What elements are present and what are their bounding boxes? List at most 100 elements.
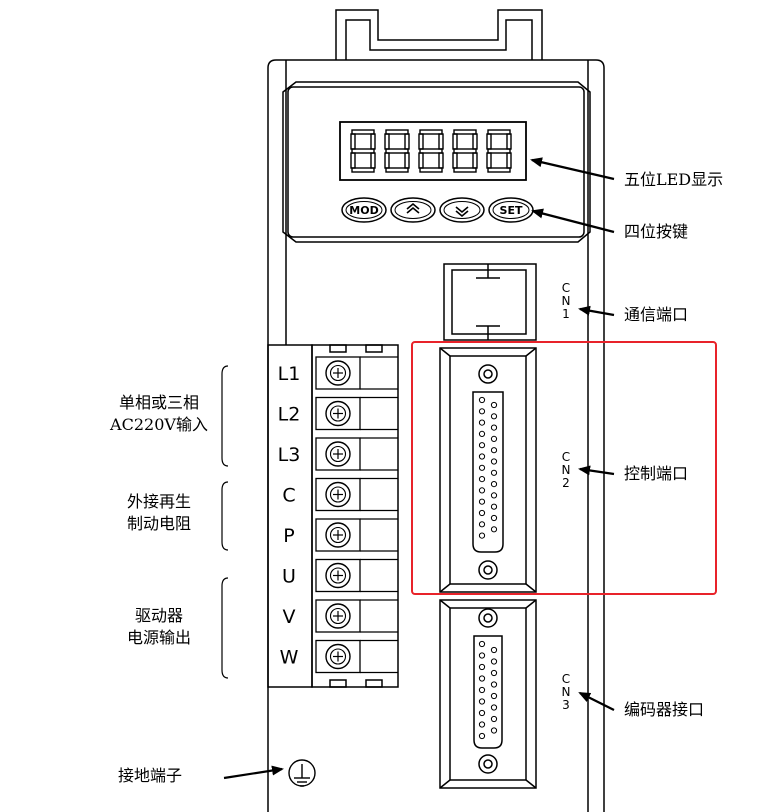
- terminal-p[interactable]: P: [283, 518, 398, 552]
- pin: [490, 469, 498, 476]
- screw-icon: [325, 441, 351, 467]
- input-group-label-2: AC220V输入: [110, 415, 208, 434]
- control-port-label: 控制端口: [624, 464, 689, 483]
- led-digit: [418, 129, 444, 173]
- pin: [478, 476, 486, 483]
- led-digit: [350, 129, 376, 173]
- comm-port-label: 通信端口: [624, 305, 689, 324]
- regen-group-label-1: 外接再生: [126, 492, 191, 511]
- up-button[interactable]: [390, 197, 436, 223]
- pin: [478, 663, 486, 671]
- pin: [490, 526, 498, 533]
- cn3-encoder-port[interactable]: [439, 599, 537, 789]
- terminal-label: C: [282, 485, 295, 507]
- svg-text:C: C: [562, 672, 570, 686]
- svg-text:N: N: [562, 294, 571, 308]
- pin: [478, 640, 486, 648]
- pin: [490, 447, 498, 454]
- output-group-label-1: 驱动器: [134, 606, 183, 625]
- terminal-label: U: [282, 566, 296, 588]
- cn2-pin-array: [478, 396, 498, 539]
- cn2-control-port[interactable]: [439, 347, 537, 593]
- pin: [490, 704, 498, 711]
- led-digits: [350, 129, 512, 173]
- pin: [478, 487, 486, 494]
- pin: [478, 686, 486, 694]
- terminal-w[interactable]: W: [280, 639, 398, 674]
- terminal-label: V: [283, 606, 296, 628]
- screw-icon: [325, 603, 351, 629]
- pin: [490, 435, 498, 442]
- pin: [490, 681, 498, 688]
- led-display: [339, 121, 527, 181]
- pin: [478, 732, 486, 740]
- led-digit: [452, 129, 478, 173]
- pin: [478, 698, 486, 705]
- pin: [490, 658, 498, 665]
- pin: [478, 709, 486, 717]
- mounting-bracket: [335, 9, 543, 60]
- terminal-label: L2: [278, 404, 301, 426]
- ground-label: 接地端子: [118, 766, 183, 785]
- pin: [478, 498, 486, 505]
- pin: [478, 430, 486, 437]
- svg-text:N: N: [562, 463, 571, 477]
- ground-terminal[interactable]: [288, 759, 316, 787]
- terminal-u[interactable]: U: [282, 558, 398, 593]
- callout-arrows: [223, 157, 615, 780]
- terminal-c[interactable]: C: [282, 477, 398, 512]
- pin: [478, 464, 486, 471]
- cn1-comm-port[interactable]: [443, 263, 537, 341]
- group-braces: [221, 365, 229, 679]
- set-button[interactable]: SET: [488, 197, 534, 223]
- cn3-pin-array: [478, 640, 498, 740]
- chevron-down-icon: [455, 206, 469, 218]
- pin: [490, 424, 498, 431]
- mod-button[interactable]: MOD: [341, 197, 387, 223]
- screw-icon: [325, 400, 351, 427]
- cn3-label: C N 3: [562, 672, 571, 712]
- down-button[interactable]: [439, 197, 485, 223]
- terminal-block: [267, 344, 399, 688]
- pin: [490, 401, 498, 409]
- keys-label: 四位按键: [624, 222, 689, 241]
- terminal-l3[interactable]: L3: [278, 437, 398, 471]
- cn2-label: C N 2: [562, 450, 571, 490]
- pin: [490, 413, 498, 420]
- led-display-label: 五位LED显示: [624, 170, 724, 189]
- pin: [490, 481, 498, 488]
- pin: [478, 509, 486, 517]
- screw-icon: [325, 562, 351, 589]
- terminal-l1[interactable]: L1: [278, 356, 398, 390]
- pin: [478, 721, 486, 728]
- pin: [478, 419, 486, 426]
- pin: [490, 669, 498, 677]
- screw-icon: [325, 360, 351, 386]
- cn1-label: C N 1: [562, 281, 571, 321]
- drive-housing: [267, 59, 605, 812]
- led-digit: [384, 129, 410, 173]
- pin: [478, 675, 486, 682]
- pin: [490, 715, 498, 723]
- pin: [478, 408, 486, 415]
- svg-text:3: 3: [562, 698, 570, 712]
- display-panel: [282, 81, 591, 243]
- pin: [490, 492, 498, 499]
- terminal-label: L3: [278, 444, 301, 466]
- encoder-port-label: 编码器接口: [624, 700, 705, 719]
- terminal-v[interactable]: V: [283, 599, 399, 633]
- screw-icon: [325, 522, 351, 548]
- pin: [478, 396, 486, 404]
- mod-button-label: MOD: [349, 204, 378, 217]
- input-group-label-1: 单相或三相: [118, 393, 199, 412]
- chevron-up-icon: [406, 202, 420, 214]
- led-digit: [486, 129, 512, 173]
- terminal-label: P: [283, 525, 294, 547]
- pin: [490, 727, 498, 734]
- svg-text:1: 1: [562, 307, 570, 321]
- terminal-l2[interactable]: L2: [278, 396, 398, 431]
- set-button-label: SET: [500, 204, 523, 217]
- control-port-highlight: [411, 341, 717, 595]
- pin: [490, 692, 498, 700]
- screw-icon: [325, 481, 351, 508]
